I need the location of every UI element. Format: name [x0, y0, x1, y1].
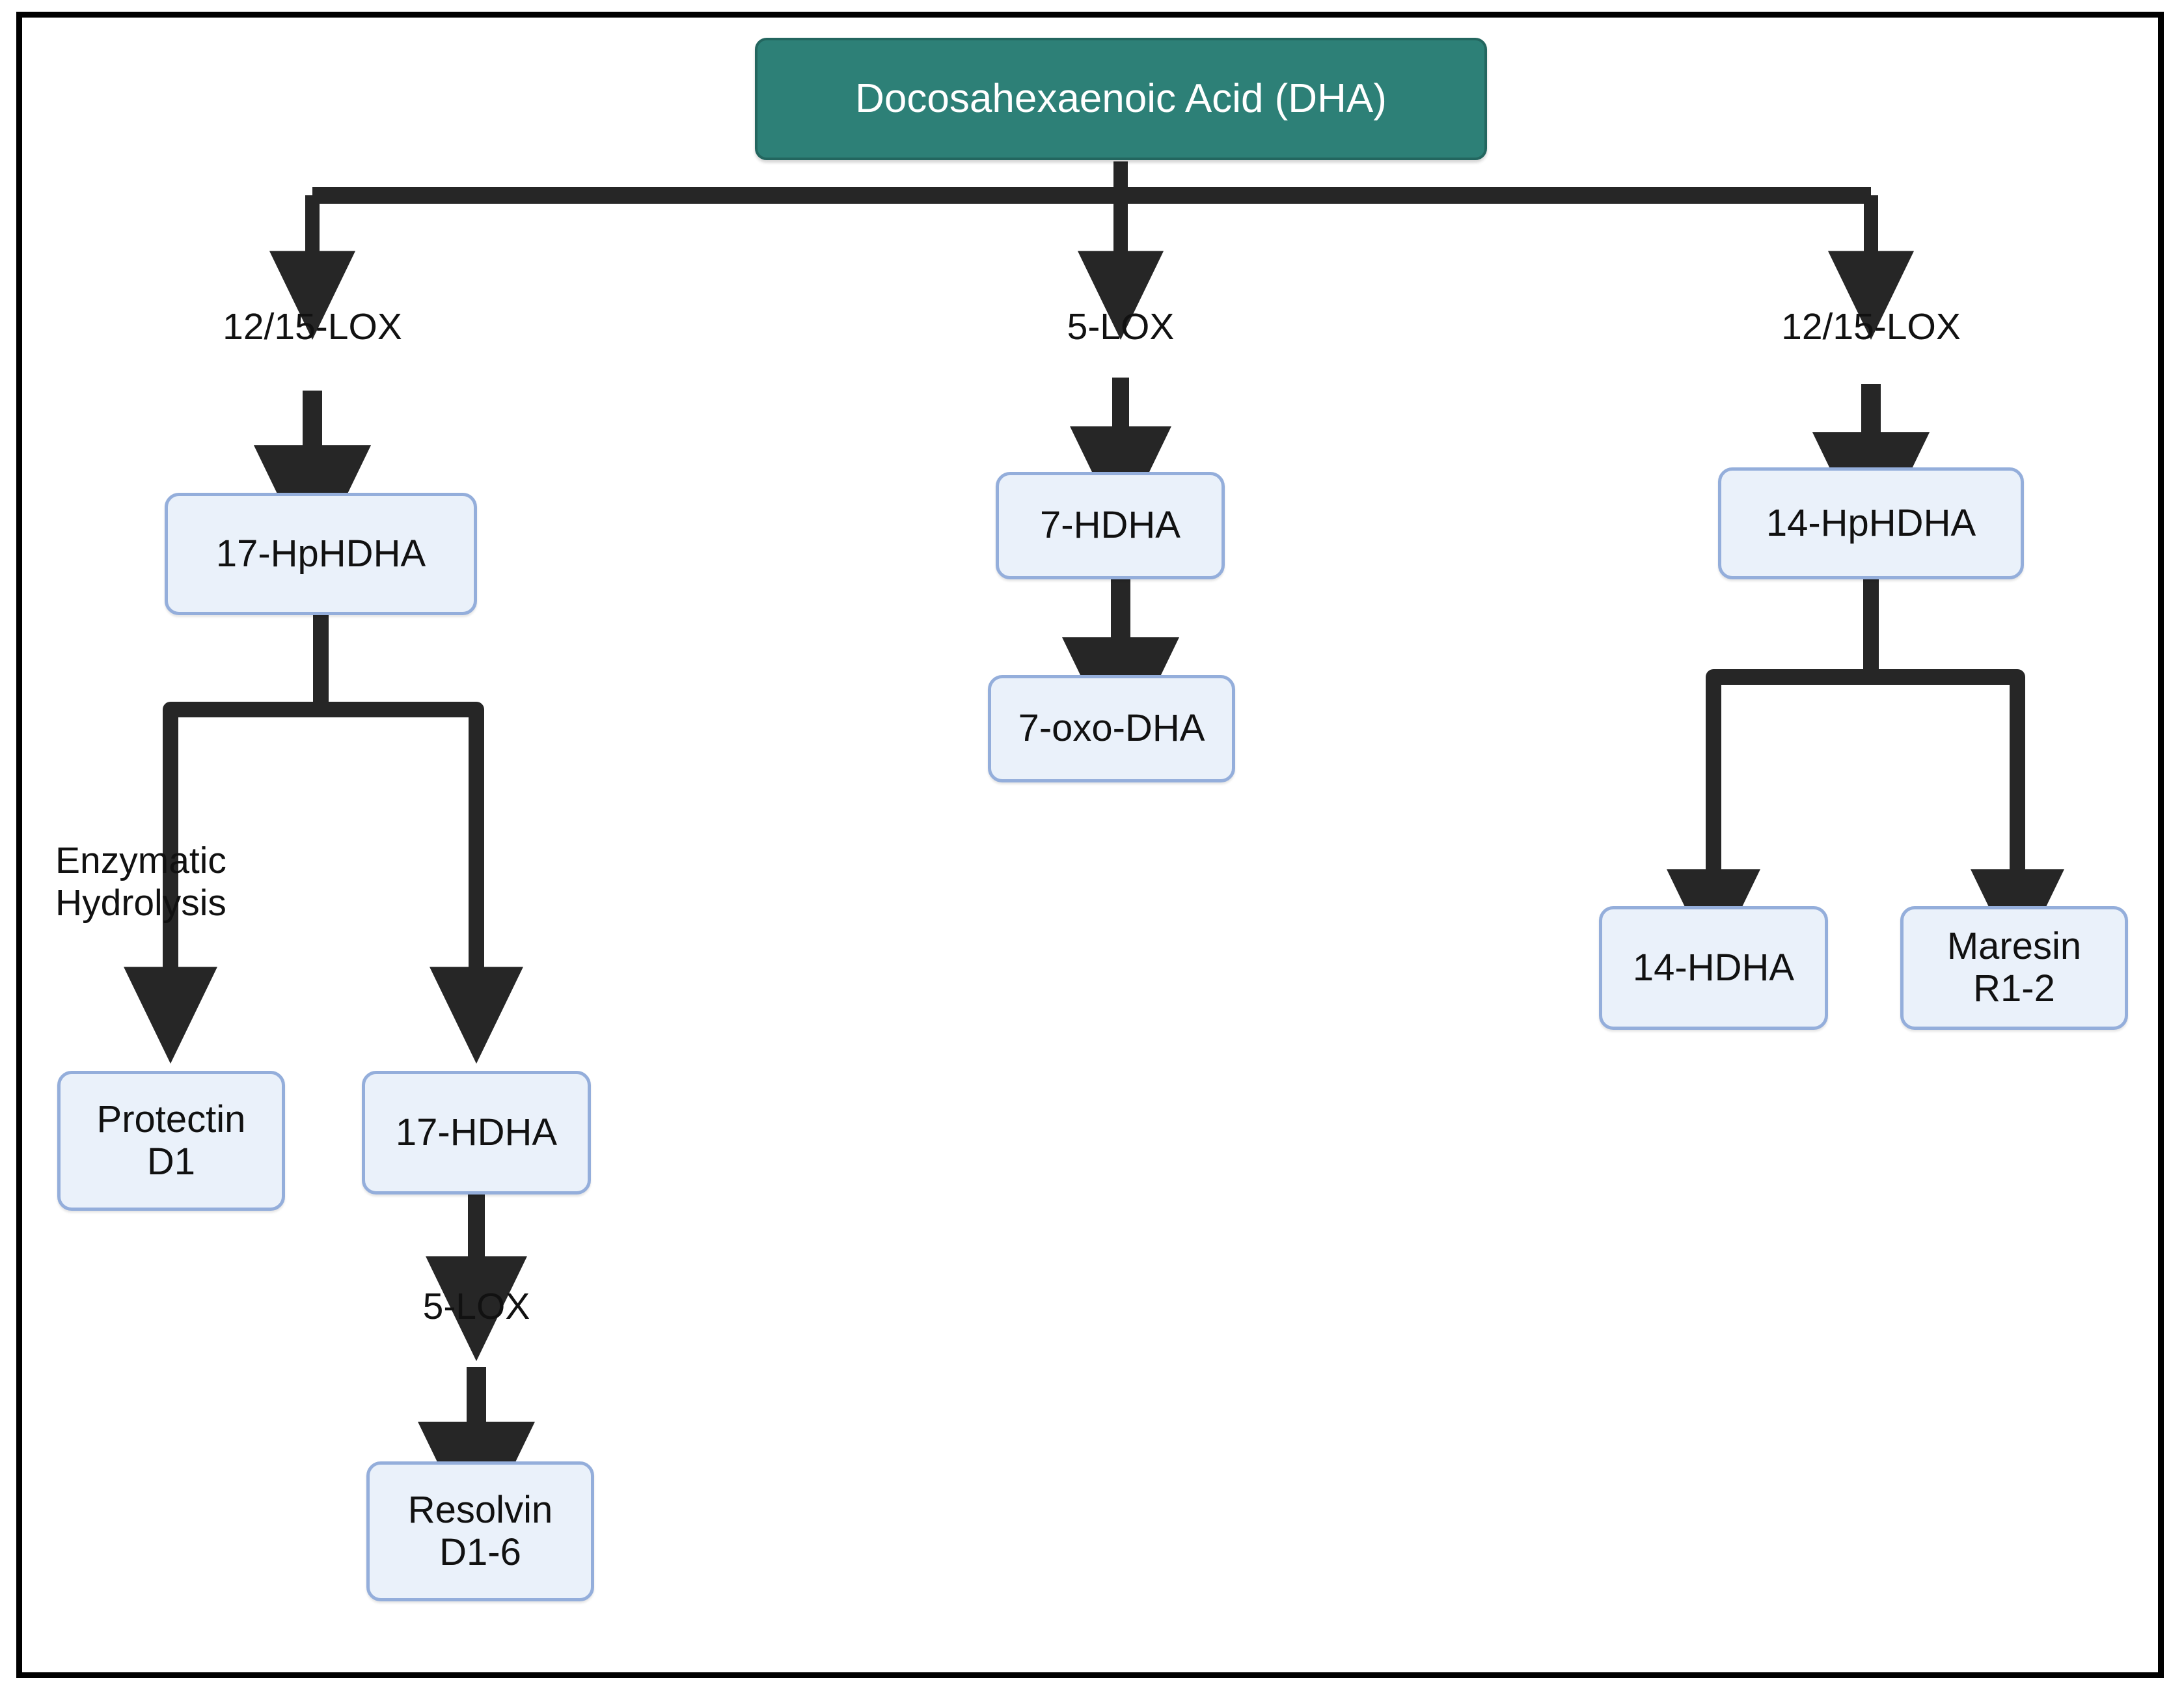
node-resolvin-d1-6[interactable]: Resolvin D1-6: [366, 1461, 594, 1601]
node-14-hphdha[interactable]: 14-HpHDHA: [1718, 467, 2024, 579]
edge-label-mid-lox: 5-LOX: [1067, 306, 1175, 348]
diagram-frame-border: [16, 12, 2164, 1678]
node-14-hdha[interactable]: 14-HDHA: [1599, 906, 1828, 1030]
node-7-hdha[interactable]: 7-HDHA: [996, 472, 1225, 579]
edge-label-enzymatic-hydrolysis: Enzymatic Hydrolysis: [55, 840, 226, 924]
edge-label-resolvin-lox: 5-LOX: [422, 1286, 530, 1327]
edge-label-right-lox: 12/15-LOX: [1781, 306, 1961, 348]
node-protectin-d1[interactable]: Protectin D1: [57, 1071, 285, 1211]
node-17-hphdha[interactable]: 17-HpHDHA: [165, 493, 477, 615]
node-maresin-r1-2[interactable]: Maresin R1-2: [1900, 906, 2128, 1030]
node-docosahexaenoic-acid[interactable]: Docosahexaenoic Acid (DHA): [755, 38, 1487, 160]
node-17-hdha[interactable]: 17-HDHA: [362, 1071, 591, 1195]
edge-label-left-lox: 12/15-LOX: [223, 306, 402, 348]
node-7-oxo-dha[interactable]: 7-oxo-DHA: [988, 675, 1235, 782]
